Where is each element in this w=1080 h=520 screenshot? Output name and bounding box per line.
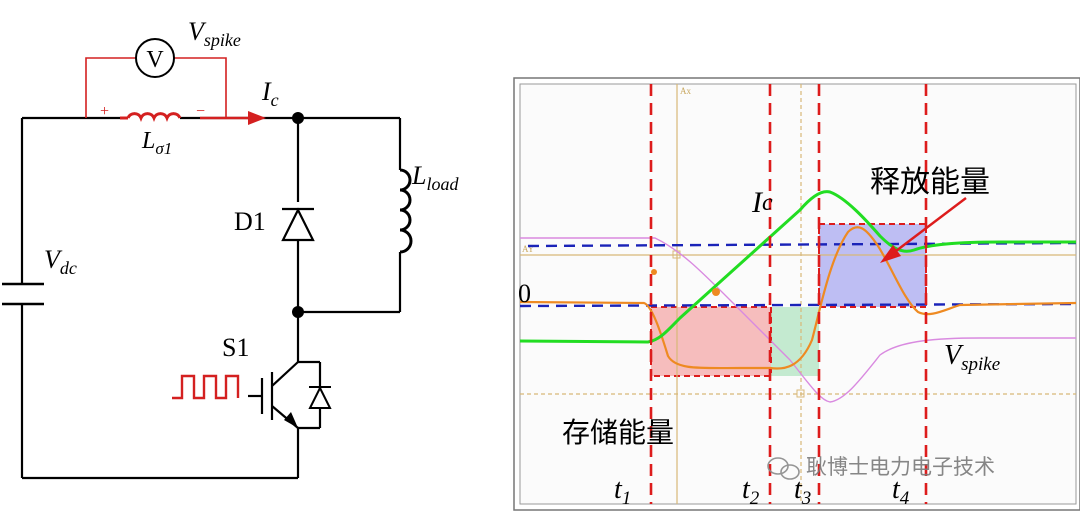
gate-pulse-icon [172,374,240,400]
inductor-label: Lσ1 [141,128,172,158]
junction-dot-mid [292,306,304,318]
diode-label: D1 [234,207,266,236]
switch-label: S1 [222,333,249,362]
store-energy-label: 存储能量 [562,416,674,449]
ic-label: Ic [751,186,773,219]
voltmeter-leads [85,57,227,118]
scope-cursors [520,84,1076,504]
cursor-a-label: Ax [680,86,691,96]
source-label: Vdc [44,245,77,278]
trace-crossing-dot [712,288,720,296]
vce-trace [519,226,1077,370]
current-label: Ic [261,77,279,110]
dc-source-capacitor [2,282,44,306]
t1-label: t1 [614,474,631,509]
voltmeter-symbol: V [146,47,164,73]
vspike-label: Vspike [944,340,1000,375]
release-energy-outline [818,223,927,308]
trace-marker-dot [651,269,657,275]
circuit-diagram [20,116,402,480]
t4-label: t4 [892,474,910,509]
cursor-marker-b [796,389,805,398]
time-marker-labels: t1 t2 t3 t4 [614,474,910,509]
release-arrow [880,197,967,263]
wechat-icon [767,457,800,480]
junction-dot-top [292,112,304,124]
load-inductor [399,168,413,254]
voltmeter-icon [135,38,175,78]
load-label: Lload [411,161,459,194]
watermark: 耿博士电力电子技术 [767,455,995,480]
watermark-text: 耿博士电力电子技术 [806,455,995,479]
plus-sign: + [100,103,109,120]
ic-trace [519,190,1076,344]
t3-label: t3 [794,474,811,509]
igbt-body-diode [308,385,332,409]
cursor-b-label: AY [522,244,535,254]
igbt-s1 [248,360,322,430]
voltmeter-label: Vspike [188,17,241,50]
t2-label: t2 [742,474,760,509]
minus-sign: − [196,103,205,120]
oscilloscope-frame [513,77,1080,511]
time-marker-lines [649,84,928,504]
diode-d1 [281,207,315,242]
release-energy-label: 释放能量 [870,165,990,200]
store-energy-region [651,307,771,376]
igbt-emitter-arrow [284,412,298,428]
zero-label: 0 [518,279,531,308]
vspike-trace [520,237,1076,403]
reference-line-zero [519,302,1077,308]
current-arrow [200,111,266,125]
stray-inductor [120,112,182,123]
release-energy-region [819,224,926,307]
